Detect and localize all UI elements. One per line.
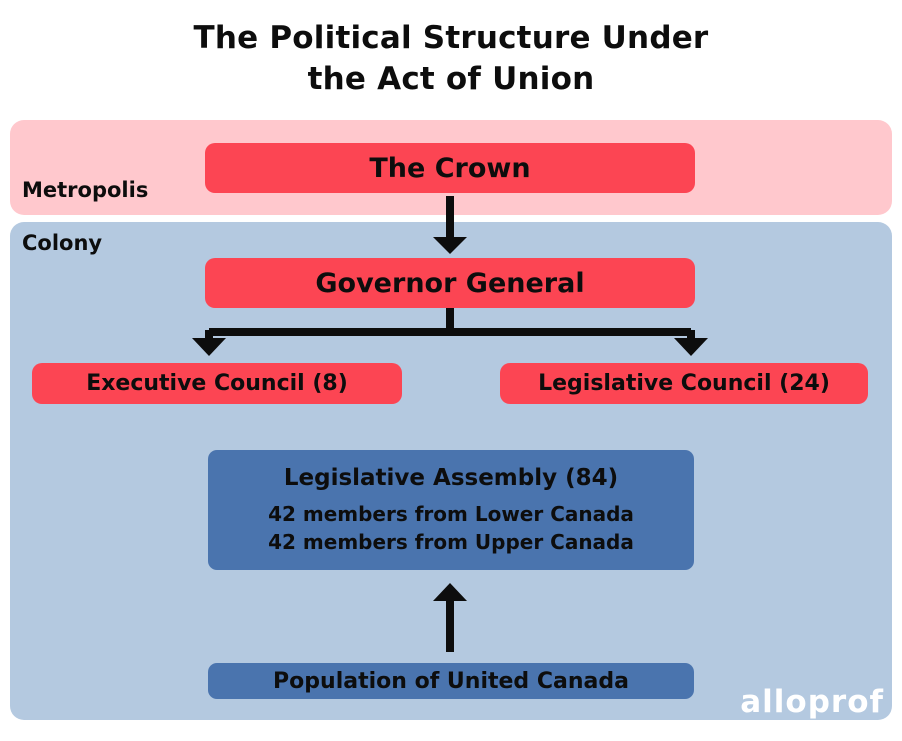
node-governor-general: Governor General [205,258,695,308]
node-executive-council-label: Executive Council (8) [86,371,348,396]
node-population-united-canada: Population of United Canada [208,663,694,699]
page-title: The Political Structure Under the Act of… [0,18,902,100]
page-title-line1: The Political Structure Under [193,20,709,56]
node-legislative-assembly-label: Legislative Assembly (84) [283,465,619,491]
node-legislative-council: Legislative Council (24) [500,363,868,404]
node-the-crown-label: The Crown [369,152,531,184]
node-the-crown: The Crown [205,143,695,193]
assembly-detail-upper-canada: 42 members from Upper Canada [268,530,634,554]
assembly-detail-lower-canada: 42 members from Lower Canada [268,502,634,526]
node-legislative-assembly: Legislative Assembly (84) 42 members fro… [208,450,694,570]
node-legislative-council-label: Legislative Council (24) [538,371,830,396]
metropolis-label: Metropolis [22,178,149,202]
node-governor-general-label: Governor General [315,267,585,299]
colony-label: Colony [22,231,103,255]
page-title-line2: the Act of Union [307,61,595,97]
node-executive-council: Executive Council (8) [32,363,402,404]
node-legislative-assembly-details: 42 members from Lower Canada 42 members … [268,500,634,556]
node-population-label: Population of United Canada [273,668,629,694]
alloprof-logo: alloprof [740,684,884,720]
